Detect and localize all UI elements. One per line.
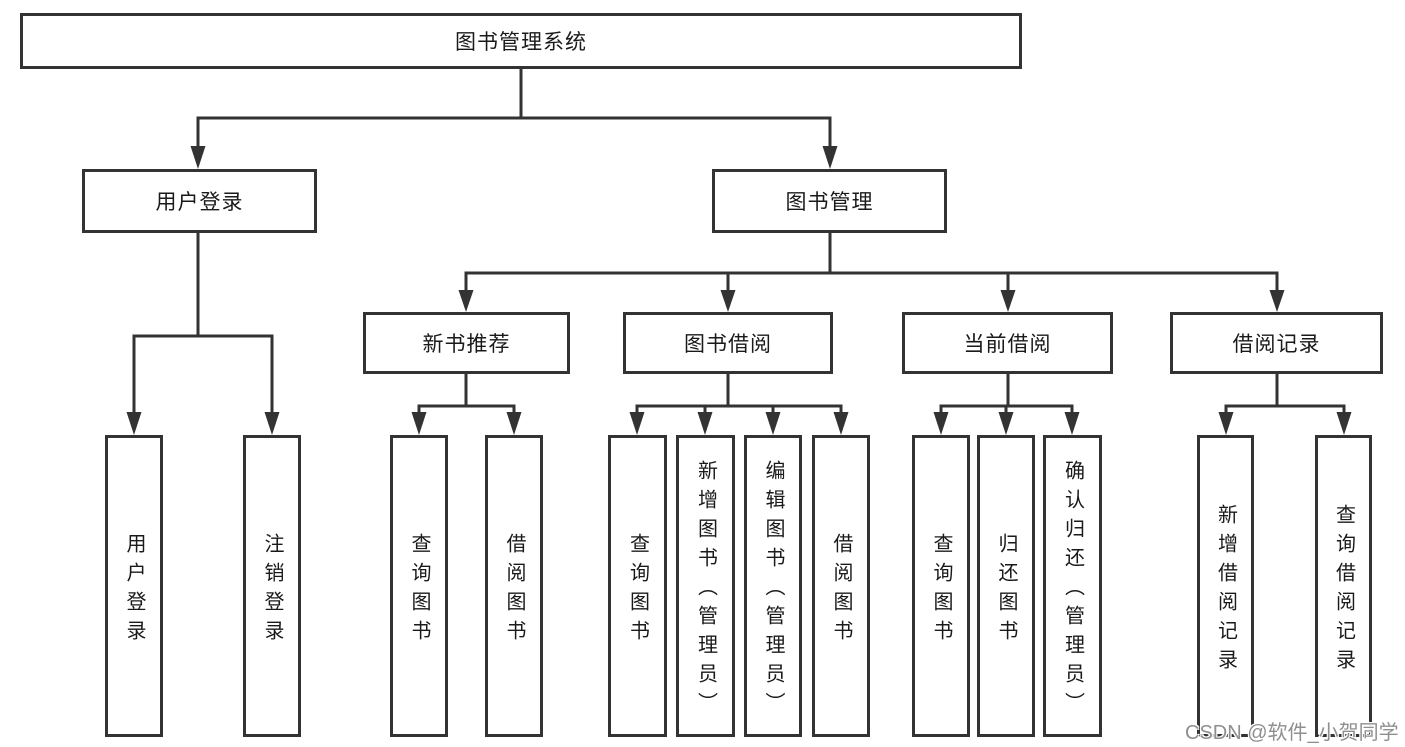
connector-current-borrow-children xyxy=(933,374,1080,435)
leaf-logout-label: 注销登录 xyxy=(261,532,283,649)
leaf-query-books-recommend-label: 查询图书 xyxy=(408,532,430,649)
leaf-query-books-current: 查询图书 xyxy=(912,435,970,737)
leaf-add-books-admin-label: 新增图书（管理员） xyxy=(694,460,717,721)
node-current-borrow: 当前借阅 xyxy=(902,312,1113,374)
connector-root-to-tier2 xyxy=(190,69,838,169)
node-user-login: 用户登录 xyxy=(82,169,317,233)
leaf-query-borrow-record-label: 查询借阅记录 xyxy=(1332,503,1355,678)
node-book-borrow-label: 图书借阅 xyxy=(684,333,772,356)
node-book-borrow: 图书借阅 xyxy=(623,312,833,374)
leaf-add-borrow-record-label: 新增借阅记录 xyxy=(1214,503,1237,678)
node-borrow-records-label: 借阅记录 xyxy=(1232,333,1321,356)
leaf-query-borrow-record: 查询借阅记录 xyxy=(1315,435,1372,737)
leaf-borrow-books-recommend-label: 借阅图书 xyxy=(503,532,525,649)
leaf-user-login: 用户登录 xyxy=(105,435,163,737)
leaf-add-books-admin: 新增图书（管理员） xyxy=(676,435,735,737)
leaf-add-borrow-record: 新增借阅记录 xyxy=(1197,435,1254,737)
leaf-logout: 注销登录 xyxy=(243,435,301,737)
connector-book-borrow-children xyxy=(629,374,849,435)
node-root: 图书管理系统 xyxy=(20,13,1022,69)
leaf-confirm-return-admin: 确认归还（管理员） xyxy=(1043,435,1102,737)
csdn-watermark: CSDN @软件_小贺同学 xyxy=(1185,722,1399,744)
leaf-confirm-return-admin-label: 确认归还（管理员） xyxy=(1061,460,1084,721)
connector-borrow-records-children xyxy=(1218,374,1352,435)
node-new-book-recommend-label: 新书推荐 xyxy=(422,333,511,356)
leaf-return-books-label: 归还图书 xyxy=(995,532,1017,649)
leaf-query-books-borrow: 查询图书 xyxy=(608,435,667,737)
node-borrow-records: 借阅记录 xyxy=(1170,312,1383,374)
node-book-management-label: 图书管理 xyxy=(785,191,874,214)
leaf-query-books-borrow-label: 查询图书 xyxy=(626,532,649,649)
node-book-management: 图书管理 xyxy=(712,169,947,233)
connector-user-login-children xyxy=(126,233,280,435)
leaf-query-books-recommend: 查询图书 xyxy=(390,435,448,737)
leaf-borrow-books-label: 借阅图书 xyxy=(830,532,852,649)
leaf-user-login-label: 用户登录 xyxy=(123,532,145,649)
leaf-borrow-books-recommend: 借阅图书 xyxy=(485,435,543,737)
node-new-book-recommend: 新书推荐 xyxy=(363,312,570,374)
leaf-edit-books-admin: 编辑图书（管理员） xyxy=(744,435,802,737)
leaf-return-books: 归还图书 xyxy=(977,435,1035,737)
connector-new-book-recommend-children xyxy=(411,374,522,435)
connector-book-management-children xyxy=(458,233,1285,312)
node-user-login-label: 用户登录 xyxy=(155,191,244,214)
node-root-label: 图书管理系统 xyxy=(455,31,587,54)
node-current-borrow-label: 当前借阅 xyxy=(963,333,1052,356)
leaf-edit-books-admin-label: 编辑图书（管理员） xyxy=(762,460,784,721)
leaf-borrow-books: 借阅图书 xyxy=(812,435,870,737)
leaf-query-books-current-label: 查询图书 xyxy=(930,532,952,649)
